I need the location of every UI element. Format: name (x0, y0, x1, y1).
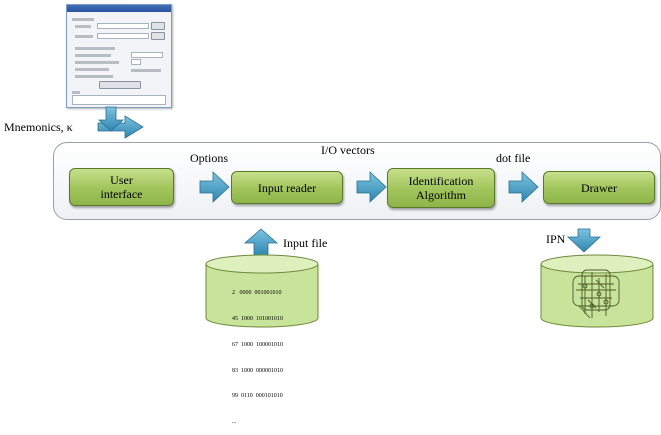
window-titlebar (67, 5, 171, 12)
io-vectors-arrow (356, 171, 387, 203)
mnemonics-label: Mnemonics, κ (4, 120, 73, 134)
mnemonics-arrow (97, 115, 144, 139)
petri-net-drawing (572, 269, 620, 319)
drawer-label: Drawer (581, 180, 617, 195)
input-file-row: 83 1000 000001010 (232, 367, 283, 374)
user-interface-label: User interface (100, 173, 143, 201)
input-file-row: ... (232, 419, 237, 426)
user-interface-box: User interface (69, 168, 174, 206)
input-file-label: Input file (283, 236, 328, 250)
dot-file-label: dot file (496, 151, 531, 165)
input-file-contents: 2 0000 001001010 45 1000 101001010 67 10… (232, 272, 283, 435)
window-down-arrow (97, 106, 125, 132)
input-file-arrow (243, 228, 279, 257)
input-reader-label: Input reader (257, 180, 317, 195)
drawer-box: Drawer (543, 171, 655, 204)
io-vectors-label: I/O vectors (321, 143, 375, 157)
input-file-row: 99 0110 000101010 (232, 393, 283, 400)
input-file-row: 2 0000 001001010 (232, 290, 282, 297)
dot-file-arrow (508, 171, 539, 203)
identification-algorithm-label: Identification Algorithm (408, 174, 474, 202)
ipn-cylinder (540, 254, 654, 328)
options-label: Options (190, 151, 229, 165)
options-arrow (199, 171, 230, 203)
identification-algorithm-box: Identification Algorithm (387, 168, 495, 208)
ui-window-thumbnail (66, 4, 172, 108)
ipn-label: IPN (546, 232, 566, 246)
ipn-arrow (566, 228, 602, 253)
input-file-row: 67 1000 100001010 (232, 341, 283, 348)
arrows-layer (97, 106, 654, 328)
input-reader-box: Input reader (231, 171, 343, 204)
input-file-cylinder (205, 254, 319, 328)
input-file-row: 45 1000 101001010 (232, 315, 283, 322)
